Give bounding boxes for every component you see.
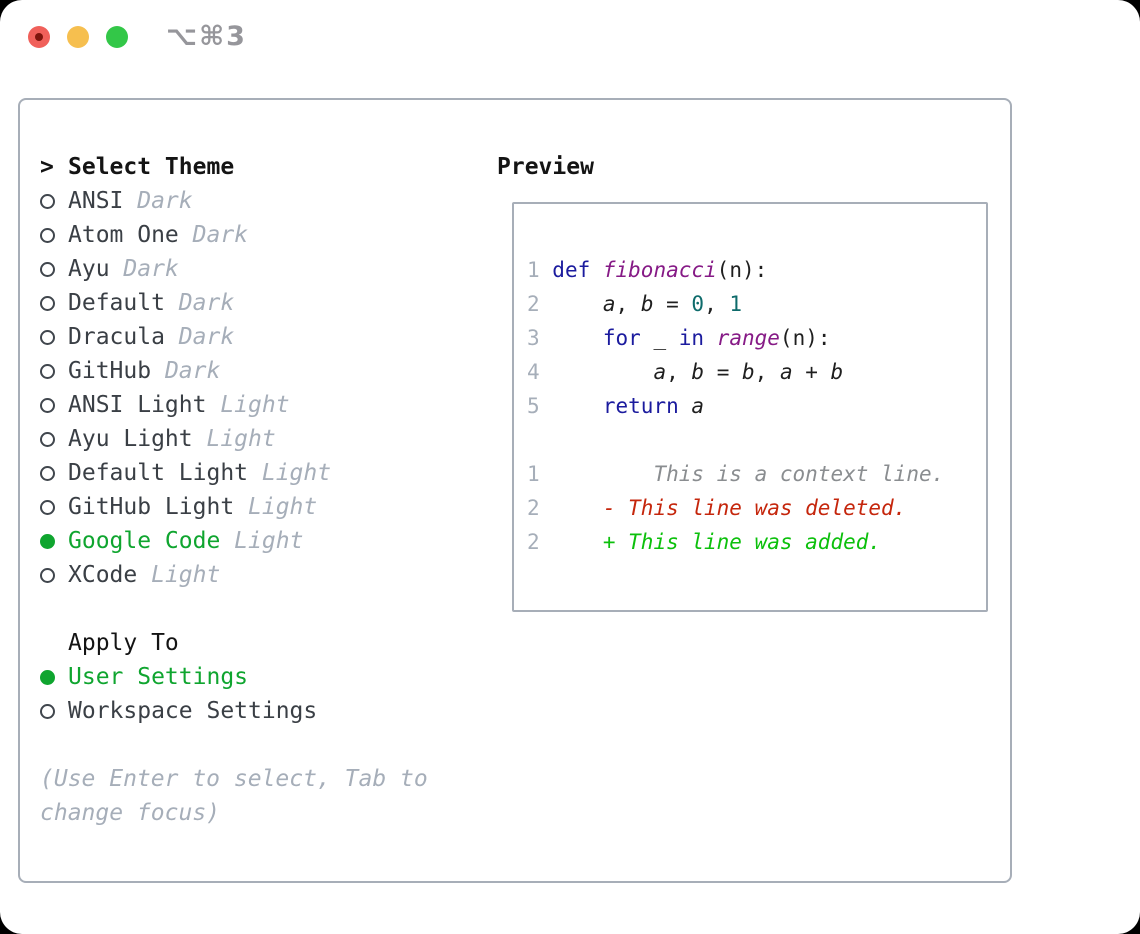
option-label: Default [68, 290, 165, 316]
option-label: Default Light [68, 460, 249, 486]
option-variant-label: Light [137, 562, 221, 588]
option-label: Atom One [68, 222, 179, 248]
radio-icon [40, 431, 55, 447]
hint-text-line1: (Use Enter to select, Tab to [40, 766, 428, 792]
option-label: Ayu Light [68, 426, 193, 452]
theme-option-ayu[interactable]: Ayu Dark [40, 252, 428, 286]
option-label: ANSI Light [68, 392, 207, 418]
option-variant-label: Dark [109, 256, 179, 282]
code-line: 1 This is a context line. [527, 462, 945, 486]
radio-icon [40, 703, 55, 719]
radio-icon [40, 261, 55, 277]
theme-option-github[interactable]: GitHub Dark [40, 354, 428, 388]
radio-icon [40, 295, 55, 311]
option-label: ANSI [68, 188, 124, 214]
theme-option-ansi-light[interactable]: ANSI Light Light [40, 388, 428, 422]
spacer [40, 728, 428, 762]
option-variant-label: Light [248, 460, 332, 486]
option-variant-label: Dark [164, 290, 235, 316]
radio-icon [40, 363, 55, 379]
option-label: Workspace Settings [68, 698, 318, 724]
zoom-button[interactable] [106, 26, 128, 48]
code-line: 2 + This line was added. [527, 530, 882, 554]
theme-option-ansi[interactable]: ANSI Dark [40, 184, 428, 218]
code-line: 3 for _ in range(n): [527, 326, 831, 350]
option-variant-label: Light [192, 426, 276, 452]
spacer [40, 592, 428, 626]
option-label: Ayu [68, 256, 110, 282]
preview-title: Preview [497, 154, 594, 180]
radio-icon [40, 227, 55, 243]
select-theme-header: > Select Theme [40, 150, 428, 184]
preview-box: 1 def fibonacci(n): 2 a, b = 0, 1 3 for _ … [512, 202, 988, 612]
option-variant-label: Light [220, 528, 304, 554]
theme-option-github-light[interactable]: GitHub Light Light [40, 490, 428, 524]
option-label: GitHub Light [68, 494, 235, 520]
option-variant-label: Dark [123, 188, 193, 214]
option-label: User Settings [68, 664, 249, 690]
option-label: GitHub [68, 358, 152, 384]
option-label: XCode [68, 562, 138, 588]
radio-icon [40, 465, 55, 481]
select-theme-header-label: Select Theme [68, 154, 235, 180]
focus-prompt-icon: > [40, 154, 54, 180]
minimize-button[interactable] [67, 26, 89, 48]
radio-icon [40, 193, 55, 209]
radio-icon [40, 397, 55, 413]
hint-text-line2: change focus) [40, 800, 221, 826]
option-variant-label: Dark [178, 222, 249, 248]
apply-option-workspace-settings[interactable]: Workspace Settings [40, 694, 428, 728]
theme-option-default-light[interactable]: Default Light Light [40, 456, 428, 490]
apply-to-header-label: Apply To [68, 630, 179, 656]
option-variant-label: Dark [151, 358, 221, 384]
close-button[interactable] [28, 26, 50, 48]
code-line: 2 - This line was deleted. [527, 496, 907, 520]
code-line: 2 a, b = 0, 1 [527, 292, 743, 316]
radio-icon [40, 329, 55, 345]
theme-option-default[interactable]: Default Dark [40, 286, 428, 320]
apply-to-header: Apply To [40, 626, 428, 660]
theme-option-xcode[interactable]: XCode Light [40, 558, 428, 592]
code-line: 5 return a [527, 394, 705, 418]
apply-option-user-settings[interactable]: User Settings [40, 660, 428, 694]
code-preview: 1 def fibonacci(n): 2 a, b = 0, 1 3 for _ … [514, 204, 944, 559]
theme-option-dracula[interactable]: Dracula Dark [40, 320, 428, 354]
code-line: 1 def fibonacci(n): [527, 258, 768, 282]
theme-option-atom-one[interactable]: Atom One Dark [40, 218, 428, 252]
window-title: ⌥⌘3 [166, 21, 247, 52]
radio-icon [40, 567, 55, 583]
theme-option-ayu-light[interactable]: Ayu Light Light [40, 422, 428, 456]
selected-radio-icon [40, 533, 55, 549]
selected-radio-icon [40, 669, 55, 685]
code-line [527, 423, 944, 457]
option-label: Google Code [68, 528, 221, 554]
radio-icon [40, 499, 55, 515]
option-variant-label: Light [234, 494, 318, 520]
option-variant-label: Dark [164, 324, 235, 350]
option-label: Dracula [68, 324, 165, 350]
code-line: 4 a, b = b, a + b [527, 360, 844, 384]
theme-option-google-code[interactable]: Google Code Light [40, 524, 428, 558]
option-variant-label: Light [206, 392, 290, 418]
